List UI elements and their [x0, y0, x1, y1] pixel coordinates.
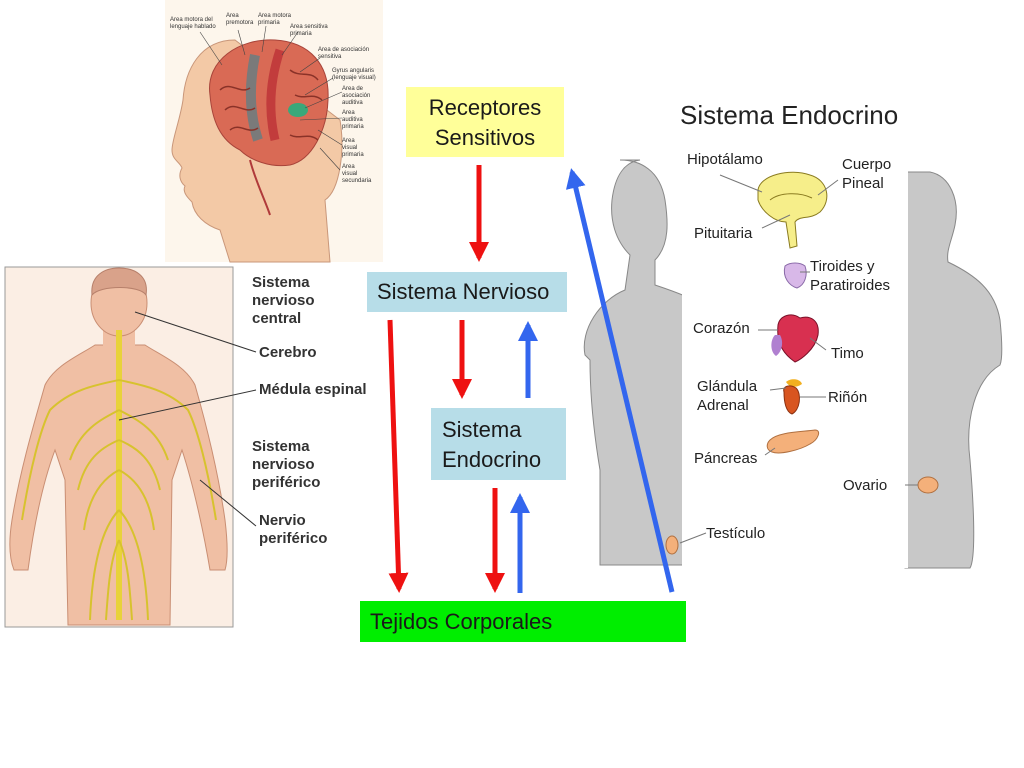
label-corazon: Corazón	[693, 320, 750, 337]
arrow-nervioso-to-tejidos	[387, 319, 409, 593]
label-pancreas: Páncreas	[694, 450, 758, 467]
label-medula-espinal: Médula espinal	[259, 381, 367, 398]
tejidos-corporales-box: Tejidos Corporales	[360, 601, 686, 642]
endocrino-line1: Sistema	[442, 417, 522, 442]
brain-illustration	[165, 0, 383, 263]
label-testiculo: Testículo	[706, 525, 766, 542]
label-hipotalamo: Hipotálamo	[687, 151, 763, 168]
flow-arrows	[387, 165, 675, 593]
arrow-tejidos-to-receptores	[565, 168, 675, 593]
sistema-endocrino-box: Sistema Endocrino	[431, 408, 566, 480]
endocrine-title: Sistema Endocrino	[680, 100, 899, 130]
label-ovario: Ovario	[843, 477, 888, 494]
receptores-line1: Receptores	[428, 95, 542, 120]
label-timo: Timo	[831, 345, 864, 362]
label-pituitaria: Pituitaria	[694, 225, 753, 242]
label-rinon: Riñón	[828, 389, 868, 406]
nervous-system-illustration	[4, 266, 257, 628]
sistema-nervioso-box: Sistema Nervioso	[367, 272, 567, 312]
endocrine-illustration	[583, 148, 1003, 569]
receptores-sensitivos-box: Receptores Sensitivos	[406, 87, 564, 157]
endocrino-line2: Endocrino	[442, 447, 542, 472]
receptores-line2: Sensitivos	[434, 125, 536, 150]
label-cerebro: Cerebro	[259, 344, 317, 361]
brain-label-6: Gyrus angularis(lenguaje visual)	[332, 68, 376, 81]
